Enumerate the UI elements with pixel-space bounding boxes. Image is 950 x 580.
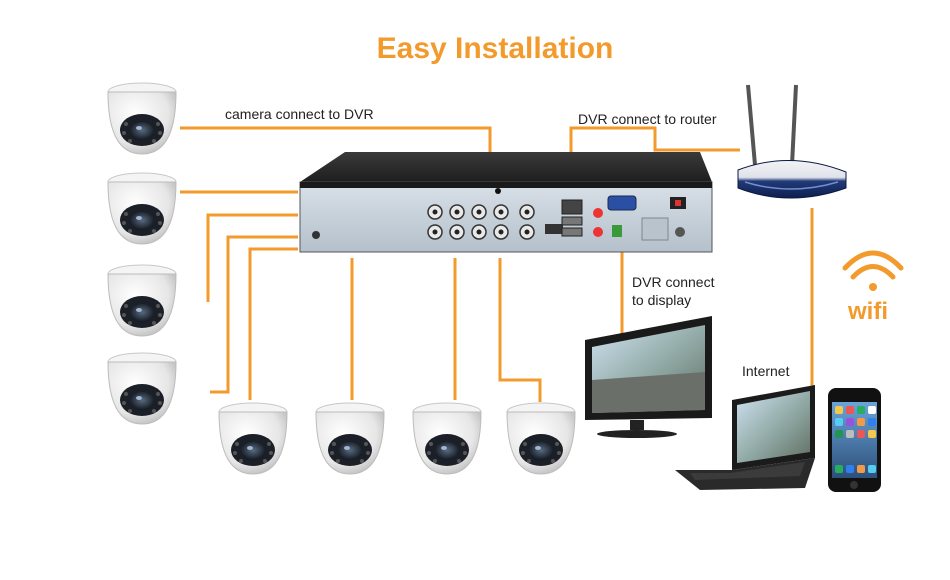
wifi-router-icon	[737, 84, 847, 199]
dome-camera-icon-4	[107, 352, 177, 425]
diagram-title: Easy Installation	[376, 32, 614, 65]
label-dvr-to-display-line2: to display	[632, 292, 692, 308]
wifi-signal-icon	[842, 250, 904, 291]
dome-camera-icon-8	[506, 402, 576, 475]
dome-camera-icon-2	[107, 172, 177, 245]
wire-camera-5	[248, 247, 298, 400]
wire-camera-4	[210, 235, 298, 394]
wire-camera-3	[206, 213, 298, 302]
wire-camera-1	[180, 126, 492, 153]
smartphone-icon	[828, 388, 881, 492]
monitor-icon	[585, 316, 712, 438]
laptop-icon	[675, 385, 815, 490]
wire-camera-8	[498, 258, 542, 402]
dome-camera-icon-3	[107, 264, 177, 337]
label-dvr-to-router: DVR connect to router	[578, 111, 717, 127]
label-camera-to-dvr: camera connect to DVR	[225, 106, 374, 122]
dome-camera-icon-6	[315, 402, 385, 475]
dome-camera-icon-7	[412, 402, 482, 475]
label-wifi: wifi	[848, 298, 888, 325]
label-internet: Internet	[742, 363, 790, 379]
dome-camera-icon-5	[218, 402, 288, 475]
dome-camera-icon-1	[107, 82, 177, 155]
dvr-recorder-icon	[299, 152, 713, 253]
label-dvr-to-display-line1: DVR connect	[632, 274, 715, 290]
